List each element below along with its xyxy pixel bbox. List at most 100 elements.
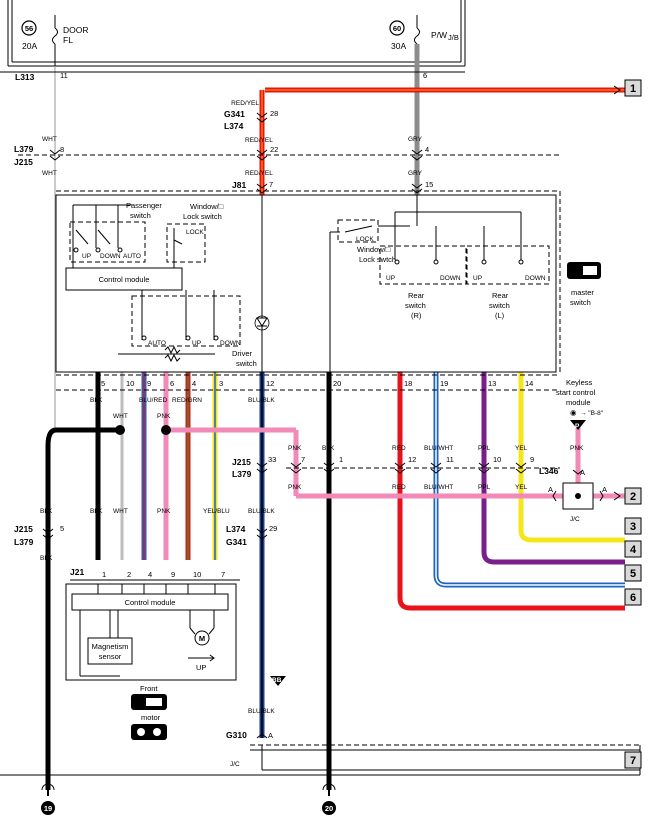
driver-up-label: UP: [192, 340, 201, 347]
keyless-label1: Keyless: [566, 378, 593, 387]
jb-label: J/B: [448, 33, 459, 42]
wl-red-1: RED: [392, 445, 406, 452]
lock-label-right: LOCK: [356, 236, 374, 243]
pin-7: 7: [269, 180, 273, 189]
g-29: 29: [269, 524, 277, 533]
rear-r-label2: switch: [405, 301, 426, 310]
wire-label-gry-2: GRY: [408, 170, 423, 177]
fuse-56-label2: FL: [63, 35, 73, 45]
cont-box-6: 6: [624, 588, 642, 606]
mp-10: 10: [126, 379, 134, 388]
wl-blu-blk-3: BLU/BLK: [248, 708, 275, 715]
continuation-boxes: 1 2 3 4 5 6 7: [613, 79, 642, 769]
d-4: 4: [148, 570, 152, 579]
wl-pnk-6b: PNK: [157, 508, 171, 515]
rear-r-label3: (R): [411, 311, 422, 320]
cont-box-4-label: 4: [630, 544, 637, 556]
d-2: 2: [127, 570, 131, 579]
passenger-up-label: UP: [82, 253, 91, 260]
d-1: 1: [102, 570, 106, 579]
j215-l379-row: J215 L379 33 7 1 12 11 10 9 PNK BLK RED …: [232, 445, 560, 491]
mp-14: 14: [525, 379, 533, 388]
magnetism-sensor-label2: sensor: [99, 652, 122, 661]
wl-blu-wht-2: BLU/WHT: [424, 484, 453, 491]
pin-4: 4: [425, 145, 429, 154]
passenger-switch-box: [69, 221, 146, 263]
fuse-56-id: 56: [25, 24, 33, 33]
cont-box-3-label: 3: [630, 521, 636, 533]
cont-box-3: 3: [624, 517, 642, 535]
wire-label-red-yel-1: RED/YEL: [231, 100, 259, 107]
wire-red-18: [397, 372, 625, 611]
window-lock-left-label2: Lock switch: [183, 212, 222, 221]
keyless-label2: start control: [556, 388, 596, 397]
fuse-56-badge: [21, 20, 37, 36]
pin-11: 11: [60, 71, 68, 80]
wire-ppl-13: [481, 372, 625, 565]
mp-20: 20: [333, 379, 341, 388]
wl-blk-5: BLK: [90, 397, 103, 404]
master-control-module-label: Control module: [99, 275, 150, 284]
wire-label-red-yel-3: RED/YEL: [245, 170, 273, 177]
motor-control-module: [71, 593, 229, 611]
grounds: 19 20: [41, 783, 336, 815]
rear-r-up-label: UP: [386, 275, 395, 282]
wire-blk-ground-19: [45, 427, 120, 790]
wl-blk-20: BLK: [322, 445, 335, 452]
connector-J215-mid: J215: [232, 457, 251, 467]
passenger-down-label: DOWN: [100, 253, 121, 260]
rear-l-label2: switch: [489, 301, 510, 310]
cont-box-1-label: 1: [630, 83, 636, 95]
cont-box-6-label: 6: [630, 592, 636, 604]
rear-switch-r-box: [379, 245, 467, 285]
rear-l-label3: (L): [495, 311, 505, 320]
connector-rows: L313 11 6 RED/YEL G341 L374 28 WHT WHT L…: [0, 71, 560, 194]
bb-marker-icon: [270, 676, 286, 686]
wl-red-2: RED: [392, 484, 406, 491]
wl-yel-2: YEL: [515, 484, 528, 491]
master-output-labels: 5 10 9 6 4 3 12 20 18 19 13 14 BLK BLU/R…: [56, 374, 560, 435]
la-2: A: [548, 485, 553, 494]
connector-G310: G310: [226, 730, 247, 740]
fuse-56-label1: DOOR: [63, 25, 89, 35]
window-lock-left-label1: Window/□: [190, 202, 224, 211]
driver-switch-label1: Driver: [232, 349, 253, 358]
mp-9: 9: [147, 379, 151, 388]
wire-yel-14: [518, 372, 625, 543]
wire-blu-wht-19: [433, 372, 625, 588]
j-12: 12: [408, 455, 416, 464]
driver-auto-label: AUTO: [148, 340, 166, 347]
jl-5: 5: [60, 524, 64, 533]
driver-down-label: DOWN: [220, 340, 241, 347]
rear-l-label1: Rear: [492, 291, 509, 300]
keyless-area: Keyless start control module ◉ → "B-8" P…: [539, 378, 607, 523]
rear-r-label1: Rear: [408, 291, 425, 300]
connector-L379-mid: L379: [232, 469, 252, 479]
rear-l-up-label: UP: [473, 275, 482, 282]
keyless-p-badge-icon: [570, 420, 586, 430]
connector-J21: J21: [70, 567, 84, 577]
pin-8: 8: [60, 145, 64, 154]
wl-pnk-6: PNK: [157, 413, 171, 420]
mp-12: 12: [266, 379, 274, 388]
connector-L346: L346: [539, 466, 559, 476]
motor-up-label: UP: [196, 663, 206, 672]
keyless-eye-icon: ◉: [570, 408, 577, 417]
wl-wht-10b: WHT: [113, 508, 128, 515]
window-lock-right-label2: Lock swtch: [359, 255, 396, 264]
motor-control-module-label: Control module: [125, 598, 176, 607]
rear-l-down-label: DOWN: [525, 275, 546, 282]
pin-6: 6: [423, 71, 427, 80]
wl-blk-left-2: BLK: [40, 555, 53, 562]
wire-label-red-yel-2: RED/YEL: [245, 137, 273, 144]
wl-pnk-3: PNK: [288, 484, 302, 491]
driver-switch-label2: switch: [236, 359, 257, 368]
wl-pnk-keyless: PNK: [570, 445, 584, 452]
fuse-56: 56 DOOR FL 20A: [21, 15, 89, 66]
lower-left-connectors: BLK BLK WHT PNK YEL/BLU BLU/BLK J215 L37…: [14, 508, 277, 562]
window-lock-right-label1: Window/□: [357, 245, 391, 254]
d-10: 10: [193, 570, 201, 579]
pin-22: 22: [270, 145, 278, 154]
g310-a: A: [268, 731, 273, 740]
magnetism-sensor-label1: Magnetism: [92, 642, 129, 651]
